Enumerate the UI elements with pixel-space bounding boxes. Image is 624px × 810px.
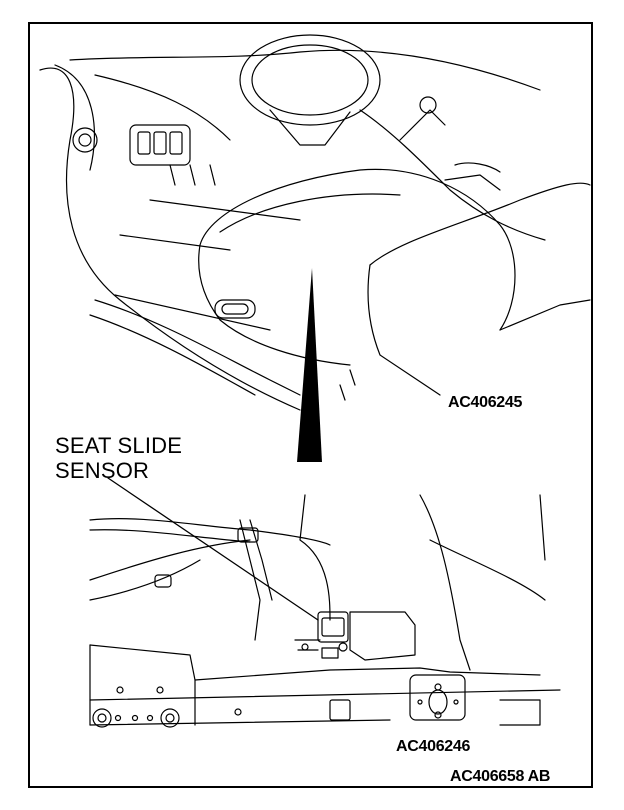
seat-rail-detail-view xyxy=(89,494,561,728)
callout-label-line2: SENSOR xyxy=(55,458,150,483)
pointer-arrow xyxy=(297,268,322,462)
callout-label-line1: SEAT SLIDE xyxy=(55,433,183,458)
interior-top-view xyxy=(39,34,591,411)
detail-view-id: AC406246 xyxy=(396,738,471,755)
callout-leader-line xyxy=(107,477,319,621)
figure-frame xyxy=(28,22,593,788)
figure-id: AC406658 AB xyxy=(450,768,551,785)
top-view-id: AC406245 xyxy=(448,394,523,411)
